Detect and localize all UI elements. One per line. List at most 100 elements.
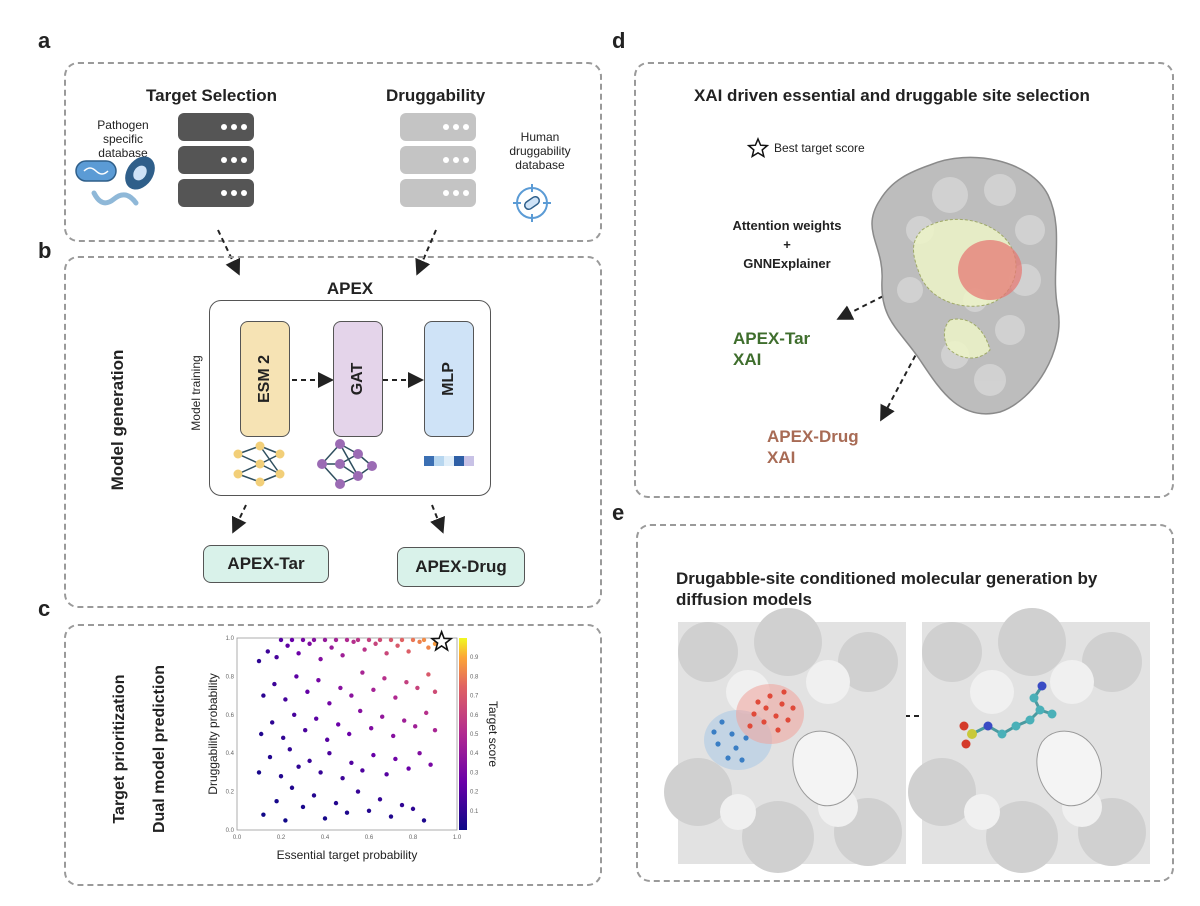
apex-tar-output: APEX-Tar <box>203 545 329 583</box>
scatter-point <box>316 678 321 683</box>
apex-drug-xai-label: APEX-Drug XAI <box>767 426 859 468</box>
tick-label: 0.4 <box>470 751 479 757</box>
scatter-point <box>296 651 301 656</box>
scatter-point <box>270 720 275 725</box>
tick-label: 0.4 <box>226 751 235 757</box>
scatter-point <box>360 670 365 675</box>
panel-letter-e: e <box>612 500 625 525</box>
scatter-point <box>371 752 376 758</box>
scatter-point <box>285 643 290 648</box>
apex-drug-output: APEX-Drug <box>397 547 525 587</box>
human-db-line: druggability <box>509 144 571 158</box>
tick-label: 0.5 <box>470 732 479 738</box>
panel-e <box>636 524 1174 882</box>
scatter-point <box>265 649 270 654</box>
best-target-star-icon <box>429 629 454 652</box>
scatter-point <box>393 695 398 700</box>
pathogen-db-line: Pathogen <box>97 118 149 132</box>
scatter-point <box>325 737 330 742</box>
scatter-point <box>421 637 427 643</box>
scatter-point <box>358 708 363 714</box>
star-icon <box>746 137 770 158</box>
scatter-point <box>327 701 332 706</box>
panel-d <box>634 62 1174 498</box>
scatter-point <box>428 762 433 767</box>
panel-letter-d: d <box>612 28 626 53</box>
scatter-point <box>351 639 356 645</box>
scatter-point <box>322 816 328 821</box>
scatter-point <box>413 724 418 729</box>
method-line: GNNExplainer <box>743 256 831 271</box>
scatter-point <box>311 637 317 643</box>
tick-label: 0.6 <box>365 835 374 841</box>
tick-label: 0.6 <box>470 713 479 719</box>
apex-tar-xai-label: APEX-Tar XAI <box>733 328 810 370</box>
target-database-icon <box>178 113 254 207</box>
apex-drug-xai-line: XAI <box>767 448 796 467</box>
scatter-point <box>283 818 288 823</box>
scatter-point <box>371 687 376 693</box>
scatter-point <box>415 685 420 691</box>
scatter-point <box>318 656 323 662</box>
scatter-point <box>369 726 374 731</box>
scatter-points <box>256 637 438 823</box>
panel-e-title: Drugabble-site conditioned molecular gen… <box>676 568 1097 610</box>
tick-label: 0.1 <box>470 809 479 815</box>
method-line: Attention weights <box>732 218 842 233</box>
scatter-point <box>278 637 284 643</box>
scatter-point <box>300 637 306 643</box>
scatter-point <box>314 716 319 721</box>
tick-label: 0.3 <box>470 770 479 776</box>
scatter-point <box>349 760 354 765</box>
gat-network-icon <box>317 439 377 489</box>
tick-label: 0.0 <box>226 828 235 834</box>
panel-b <box>64 256 602 608</box>
scatter-point <box>382 676 387 681</box>
scatter-point <box>274 655 279 660</box>
scatter-point <box>338 685 343 691</box>
scatter-point <box>336 722 341 727</box>
human-db-line: Human <box>520 130 560 144</box>
scatter-point <box>417 639 422 645</box>
scatter-point <box>432 689 438 694</box>
scatter-point <box>395 643 400 648</box>
apex-box <box>209 300 491 496</box>
pocket-pointcloud-image <box>664 608 906 873</box>
esm2-label: ESM 2 <box>256 354 273 404</box>
scatter-point <box>303 727 308 733</box>
scatter-point <box>327 751 332 756</box>
target-prioritization-label: Target prioritization <box>111 674 128 824</box>
model-training-label: Model training <box>189 355 203 431</box>
druggability-database-icon <box>400 113 476 207</box>
scatter-point <box>362 647 367 652</box>
scatter-point <box>388 637 394 643</box>
scatter-point <box>380 714 385 719</box>
scatter-point <box>272 681 277 687</box>
model-generation-label: Model generation <box>108 349 127 491</box>
scatter-point <box>347 731 352 737</box>
gat-label: GAT <box>349 362 366 396</box>
tick-label: 0.8 <box>226 674 235 680</box>
scatter-point <box>289 785 295 790</box>
xai-method-label: Attention weights + GNNExplainer <box>712 216 862 273</box>
scatter-point <box>373 641 378 646</box>
apex-drug-xai-line: APEX-Drug <box>767 427 859 446</box>
scatter-point <box>307 641 312 646</box>
scatter-point <box>267 754 273 760</box>
scatter-point <box>406 766 411 771</box>
scatter-point <box>421 818 427 823</box>
tick-label: 0.7 <box>470 694 479 700</box>
scatter-point <box>311 793 317 798</box>
pathogen-db-line: specific <box>102 132 143 146</box>
scatter-point <box>307 758 312 764</box>
scatter-point <box>404 679 409 685</box>
tick-label: 1.0 <box>226 636 235 642</box>
scatter-point <box>399 637 405 643</box>
scatter-point <box>349 693 354 698</box>
pathogen-db-line: database <box>98 146 148 160</box>
scatter-point <box>360 768 365 773</box>
y-axis-label: Druggability probability <box>206 673 220 794</box>
scatter-point <box>410 637 416 643</box>
y-ticks: 0.00.20.40.60.81.0 <box>226 636 235 834</box>
